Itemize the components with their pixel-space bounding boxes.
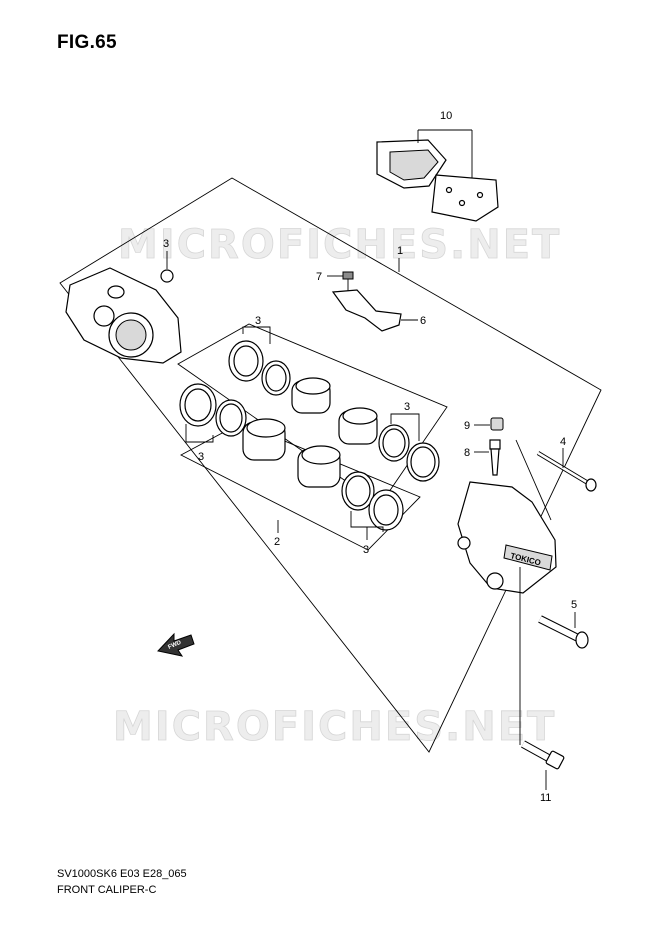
pad-pin-hole — [458, 199, 466, 207]
seal-ring-inner — [345, 475, 371, 507]
footer-code: SV1000SK6 E03 E28_065 — [57, 868, 187, 880]
callout-3-right: 3 — [404, 401, 410, 413]
bolt-boss — [93, 305, 115, 327]
callout-9: 9 — [464, 420, 470, 432]
seal-ring-inner — [410, 446, 436, 478]
pad-pin-hole — [476, 191, 484, 199]
callout-10: 10 — [440, 110, 452, 122]
seal-ring-inner — [382, 428, 406, 458]
assembly-outline — [59, 177, 602, 753]
bracket-3-right — [390, 413, 420, 441]
forward-arrow-icon: FWD — [157, 632, 195, 657]
bleeder-cap — [490, 417, 504, 431]
seal-ring-inner — [184, 388, 212, 422]
screw-head — [342, 271, 354, 280]
bleeder-hex — [489, 439, 501, 450]
seal-ring-inner — [373, 494, 399, 526]
callout-11: 11 — [540, 792, 551, 804]
callout-2: 2 — [274, 536, 280, 548]
brand-plate — [503, 544, 553, 571]
callout-1: 1 — [397, 245, 403, 257]
brake-pad-rear — [431, 174, 499, 222]
pad-pin-hole — [445, 186, 453, 194]
mount-hole — [457, 536, 471, 550]
pad-spring — [331, 289, 402, 332]
callout-7: 7 — [316, 271, 322, 283]
callout-6: 6 — [420, 315, 426, 327]
mount-hole — [486, 572, 504, 590]
bolt-5-head — [575, 631, 589, 649]
callout-5: 5 — [571, 599, 577, 611]
piston-face — [295, 377, 331, 395]
callout-3-bottom: 3 — [363, 544, 369, 556]
callout-8: 8 — [464, 447, 470, 459]
watermark-bottom: MICROFICHES.NET — [113, 704, 556, 750]
seal-ring-inner — [233, 345, 259, 377]
callout-3-top: 3 — [255, 315, 261, 327]
footer-name: FRONT CALIPER-C — [57, 884, 157, 896]
figure-title: FIG.65 — [57, 32, 117, 53]
fwd-label: FWD — [167, 640, 183, 651]
brake-pad-set — [376, 139, 499, 222]
bleed-boss — [107, 285, 125, 299]
bolt-5-shaft-fill — [538, 616, 580, 641]
piston-face — [342, 407, 378, 425]
piston-kit-outline — [180, 422, 421, 551]
caliper-half-right: TOKICO — [457, 481, 557, 594]
bleeder-valve — [489, 439, 501, 476]
callout-3-left: 3 — [198, 451, 204, 463]
screw-7 — [342, 271, 354, 291]
watermark-top: MICROFICHES.NET — [118, 222, 561, 268]
seal-kit — [179, 340, 440, 531]
callout-3-nut: 3 — [163, 238, 169, 250]
seal-ring-inner — [265, 364, 287, 392]
leader-9-guide — [515, 439, 552, 521]
piston-face — [246, 418, 286, 438]
bolt-11-shaft-fill — [521, 741, 554, 763]
piston-bore-inner — [115, 319, 147, 351]
piston-face — [301, 445, 341, 465]
pad-pin-head — [585, 478, 597, 492]
bleeder-stem — [490, 448, 500, 476]
bolt-11-head — [545, 750, 565, 770]
nut-3 — [160, 269, 174, 283]
seal-ring-inner — [219, 403, 243, 433]
bracket-3-left — [185, 424, 214, 443]
callout-4: 4 — [560, 436, 566, 448]
bracket-3-top — [242, 326, 271, 344]
caliper-half-left — [65, 267, 182, 364]
brake-pad-front-lining — [389, 149, 439, 181]
